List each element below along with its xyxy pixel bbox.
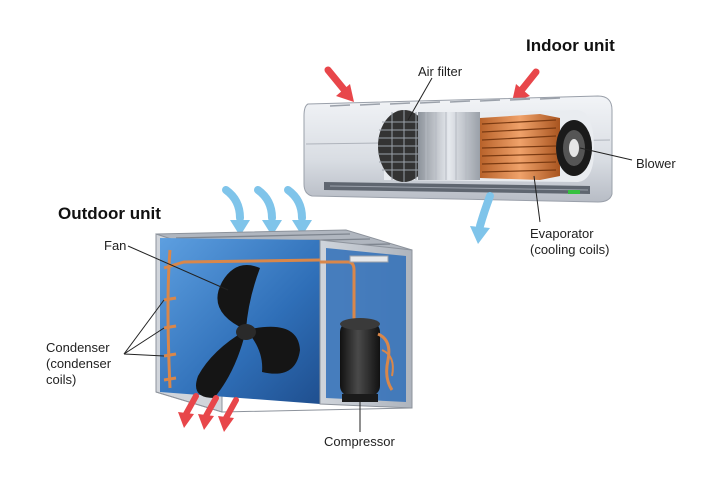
top-grille xyxy=(329,97,561,107)
condenser-label-2: (condenser xyxy=(46,356,112,371)
indoor-leader-lines xyxy=(407,77,633,223)
indoor-unit-title: Indoor unit xyxy=(526,36,615,55)
blower xyxy=(556,120,592,176)
outdoor-unit-title: Outdoor unit xyxy=(58,204,161,223)
air-filter-label: Air filter xyxy=(418,64,463,79)
compressor-icon xyxy=(340,318,394,402)
hot-air-arrowhead-1 xyxy=(336,84,354,102)
status-led xyxy=(568,190,580,194)
air-filter xyxy=(378,110,480,182)
hot-air-arrow-2 xyxy=(516,68,540,96)
cold-air-arrow-indoor xyxy=(476,192,494,230)
refrigerant-pipe xyxy=(320,260,356,330)
cold-air-arrows-outdoor xyxy=(222,186,306,222)
outdoor-leader-lines xyxy=(123,245,361,432)
evaporator-label-1: Evaporator xyxy=(530,226,594,241)
evaporator-coil xyxy=(480,114,560,180)
fan-blade-icon xyxy=(196,265,300,398)
blower-label: Blower xyxy=(636,156,676,171)
hot-air-arrow-1 xyxy=(324,66,350,96)
outdoor-unit xyxy=(155,186,413,432)
condenser-label-3: coils) xyxy=(46,372,77,387)
condenser-label-1: Condenser xyxy=(46,340,110,355)
evaporator-label-2: (cooling coils) xyxy=(530,242,610,257)
indoor-unit xyxy=(303,66,613,244)
hot-air-exhaust-arrows xyxy=(183,393,239,421)
fan-label: Fan xyxy=(104,238,127,253)
compressor-label: Compressor xyxy=(324,434,395,449)
